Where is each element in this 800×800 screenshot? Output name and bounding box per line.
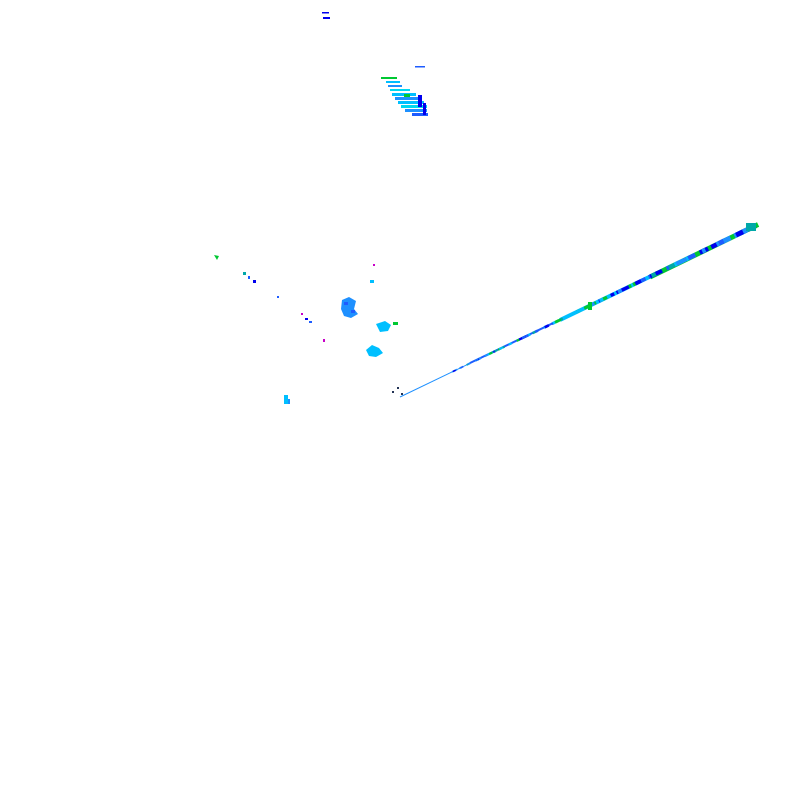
echo-pixel	[401, 105, 427, 108]
echo-scatter	[214, 255, 403, 395]
echo-pixel	[418, 95, 422, 107]
streak-segment	[609, 292, 615, 298]
streak-segment	[635, 279, 642, 285]
streak-segment	[627, 283, 633, 289]
streak-segment	[520, 335, 527, 340]
echo-west	[284, 395, 290, 404]
streak-segment	[478, 357, 482, 360]
streak-segment	[640, 277, 647, 283]
streak-segment	[502, 345, 506, 349]
streak-segment	[621, 285, 630, 292]
echo-pixel	[214, 255, 219, 260]
streak-segment	[701, 247, 707, 254]
echo-blob	[376, 321, 391, 332]
streak-segment	[735, 229, 745, 238]
echo-pixel	[390, 89, 410, 91]
echo-pixel	[305, 318, 308, 320]
streak-segment	[718, 239, 725, 246]
echo-pixel	[381, 77, 397, 79]
echo-pixel	[253, 280, 256, 283]
streak-segment	[525, 334, 529, 338]
echo-pixel	[322, 12, 329, 14]
echo-pixel	[243, 272, 246, 275]
echo-pixel	[398, 101, 424, 104]
streak-segment	[560, 317, 564, 321]
streak-segment	[452, 369, 457, 373]
echo-pixel	[401, 393, 403, 395]
echo-pixel	[395, 97, 421, 100]
echo-north-cluster	[322, 12, 428, 116]
echo-central-cluster	[341, 264, 398, 357]
streak-segment	[494, 349, 498, 353]
streak-segment	[599, 297, 604, 302]
streak-segment	[544, 324, 550, 329]
streak-segment	[498, 346, 504, 351]
streak-segment	[667, 262, 676, 270]
echo-pixel	[344, 302, 348, 305]
streak-segment	[568, 312, 573, 317]
echo-pixel	[351, 310, 355, 313]
echo-pixel	[373, 264, 375, 266]
echo-pixel	[397, 387, 399, 389]
streak-segment	[460, 365, 464, 369]
echo-pixel	[386, 81, 400, 83]
echo-pixel	[588, 302, 592, 310]
echo-pixel	[284, 395, 288, 404]
streak-segment	[488, 351, 493, 355]
echo-pixel	[288, 399, 290, 404]
streak-segment	[687, 252, 697, 261]
echo-pixel	[323, 339, 325, 342]
echo-radial-streak	[399, 222, 760, 398]
echo-pixel	[746, 223, 756, 231]
echo-pixel	[277, 296, 279, 298]
streak-segment	[575, 307, 583, 314]
echo-pixel	[248, 276, 250, 279]
streak-segment	[467, 362, 471, 366]
echo-pixel	[415, 66, 425, 68]
streak-segment	[508, 342, 513, 346]
echo-pixel	[301, 313, 303, 315]
echo-pixel	[405, 109, 427, 112]
streak-segment	[484, 353, 489, 358]
echo-pixel	[388, 85, 402, 87]
streak-segment	[590, 302, 595, 307]
streak-segment	[675, 257, 686, 266]
streak-segment	[554, 318, 562, 324]
streak-segment	[654, 268, 663, 276]
echo-pixel	[309, 321, 312, 323]
streak-segments	[451, 222, 760, 373]
echo-pixel	[370, 280, 374, 283]
echo-pixel	[392, 391, 394, 393]
echo-pixel	[423, 103, 426, 115]
streak-segment	[518, 337, 523, 341]
echo-pixel	[412, 113, 428, 116]
echo-pixel	[404, 94, 410, 97]
echo-pixel	[393, 322, 398, 325]
echo-pixel	[323, 17, 330, 19]
echo-blob	[366, 345, 383, 357]
streak-segment	[534, 329, 539, 334]
streak-segment	[710, 242, 718, 250]
